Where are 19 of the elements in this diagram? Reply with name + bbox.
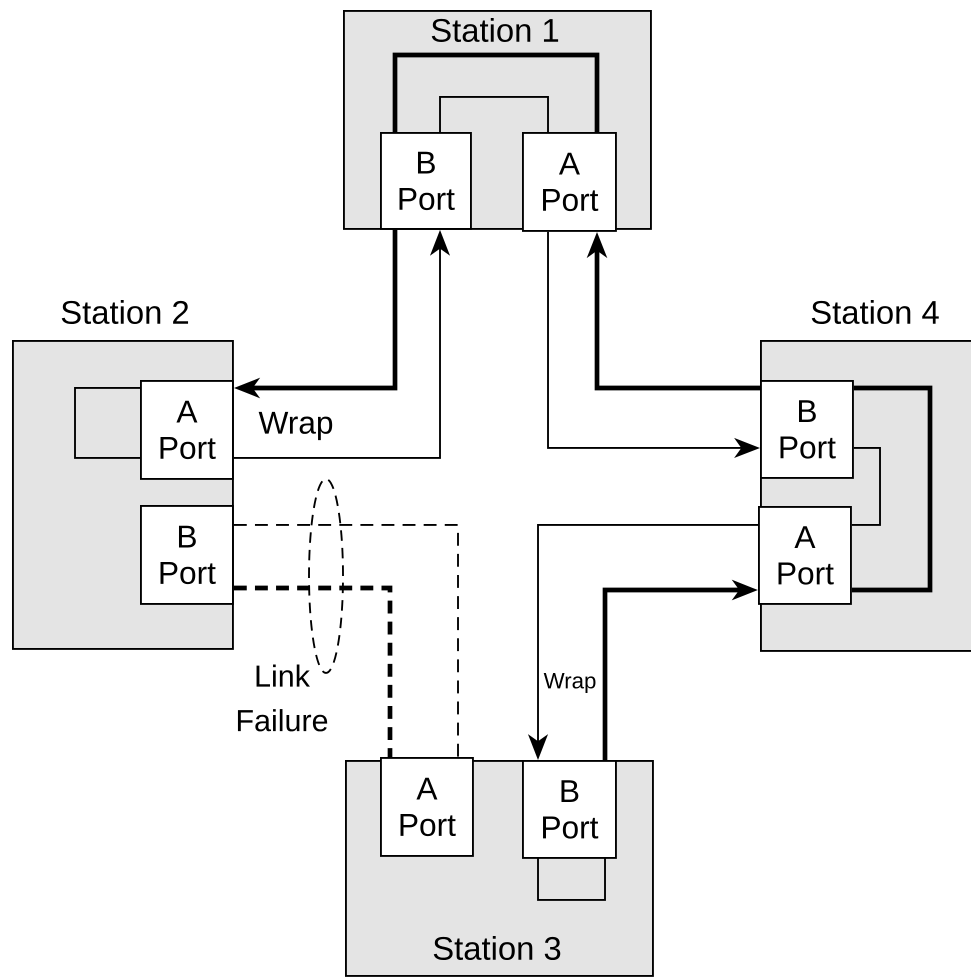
edge-label: Wrap <box>542 672 598 694</box>
port-box: A Port <box>758 506 852 605</box>
dashed-line <box>234 524 459 757</box>
line <box>852 447 881 526</box>
port-box: B Port <box>760 380 854 479</box>
node-label: Station 4 <box>812 300 939 324</box>
port-box: B Port <box>140 504 234 605</box>
note-label: Link Failure <box>238 664 328 732</box>
port-box: A Port <box>140 380 234 480</box>
line <box>392 52 600 132</box>
port-box: B Port <box>380 132 472 230</box>
port-box: A Port <box>380 757 474 857</box>
line <box>439 96 549 132</box>
port-box: B Port <box>522 760 617 859</box>
port-box: A Port <box>522 132 617 232</box>
edge-label: Wrap <box>257 410 335 442</box>
dashed-line <box>234 586 392 757</box>
node-label: Station 2 <box>62 300 188 324</box>
line <box>852 386 932 592</box>
